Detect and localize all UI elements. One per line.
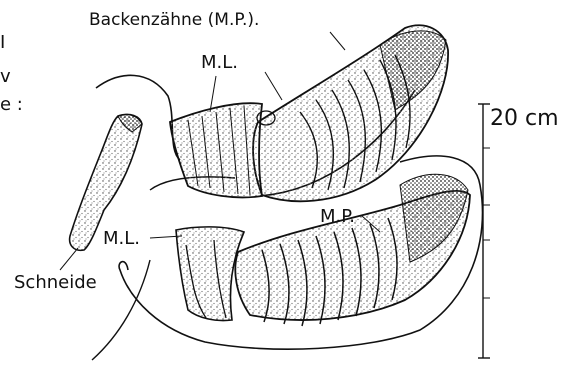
- upper-milk-molar: [170, 103, 262, 197]
- lower-molar-crown: [400, 174, 468, 262]
- clipped-text-line: v: [0, 68, 11, 86]
- clipped-text-line: e :: [0, 96, 23, 114]
- scale-value-label: 20 cm: [490, 108, 559, 130]
- lower-milk-molar: [176, 227, 244, 321]
- scale-bar: [478, 104, 490, 358]
- lower-mp-label: M.P.: [320, 208, 355, 226]
- incisor-label: Schneide: [14, 274, 97, 292]
- molar-title-label: Backenzähne (M.P.).: [89, 12, 259, 29]
- clipped-text-line: I: [0, 34, 5, 52]
- lower-ml-label: M.L.: [103, 230, 140, 248]
- upper-ml-label: M.L.: [201, 54, 238, 72]
